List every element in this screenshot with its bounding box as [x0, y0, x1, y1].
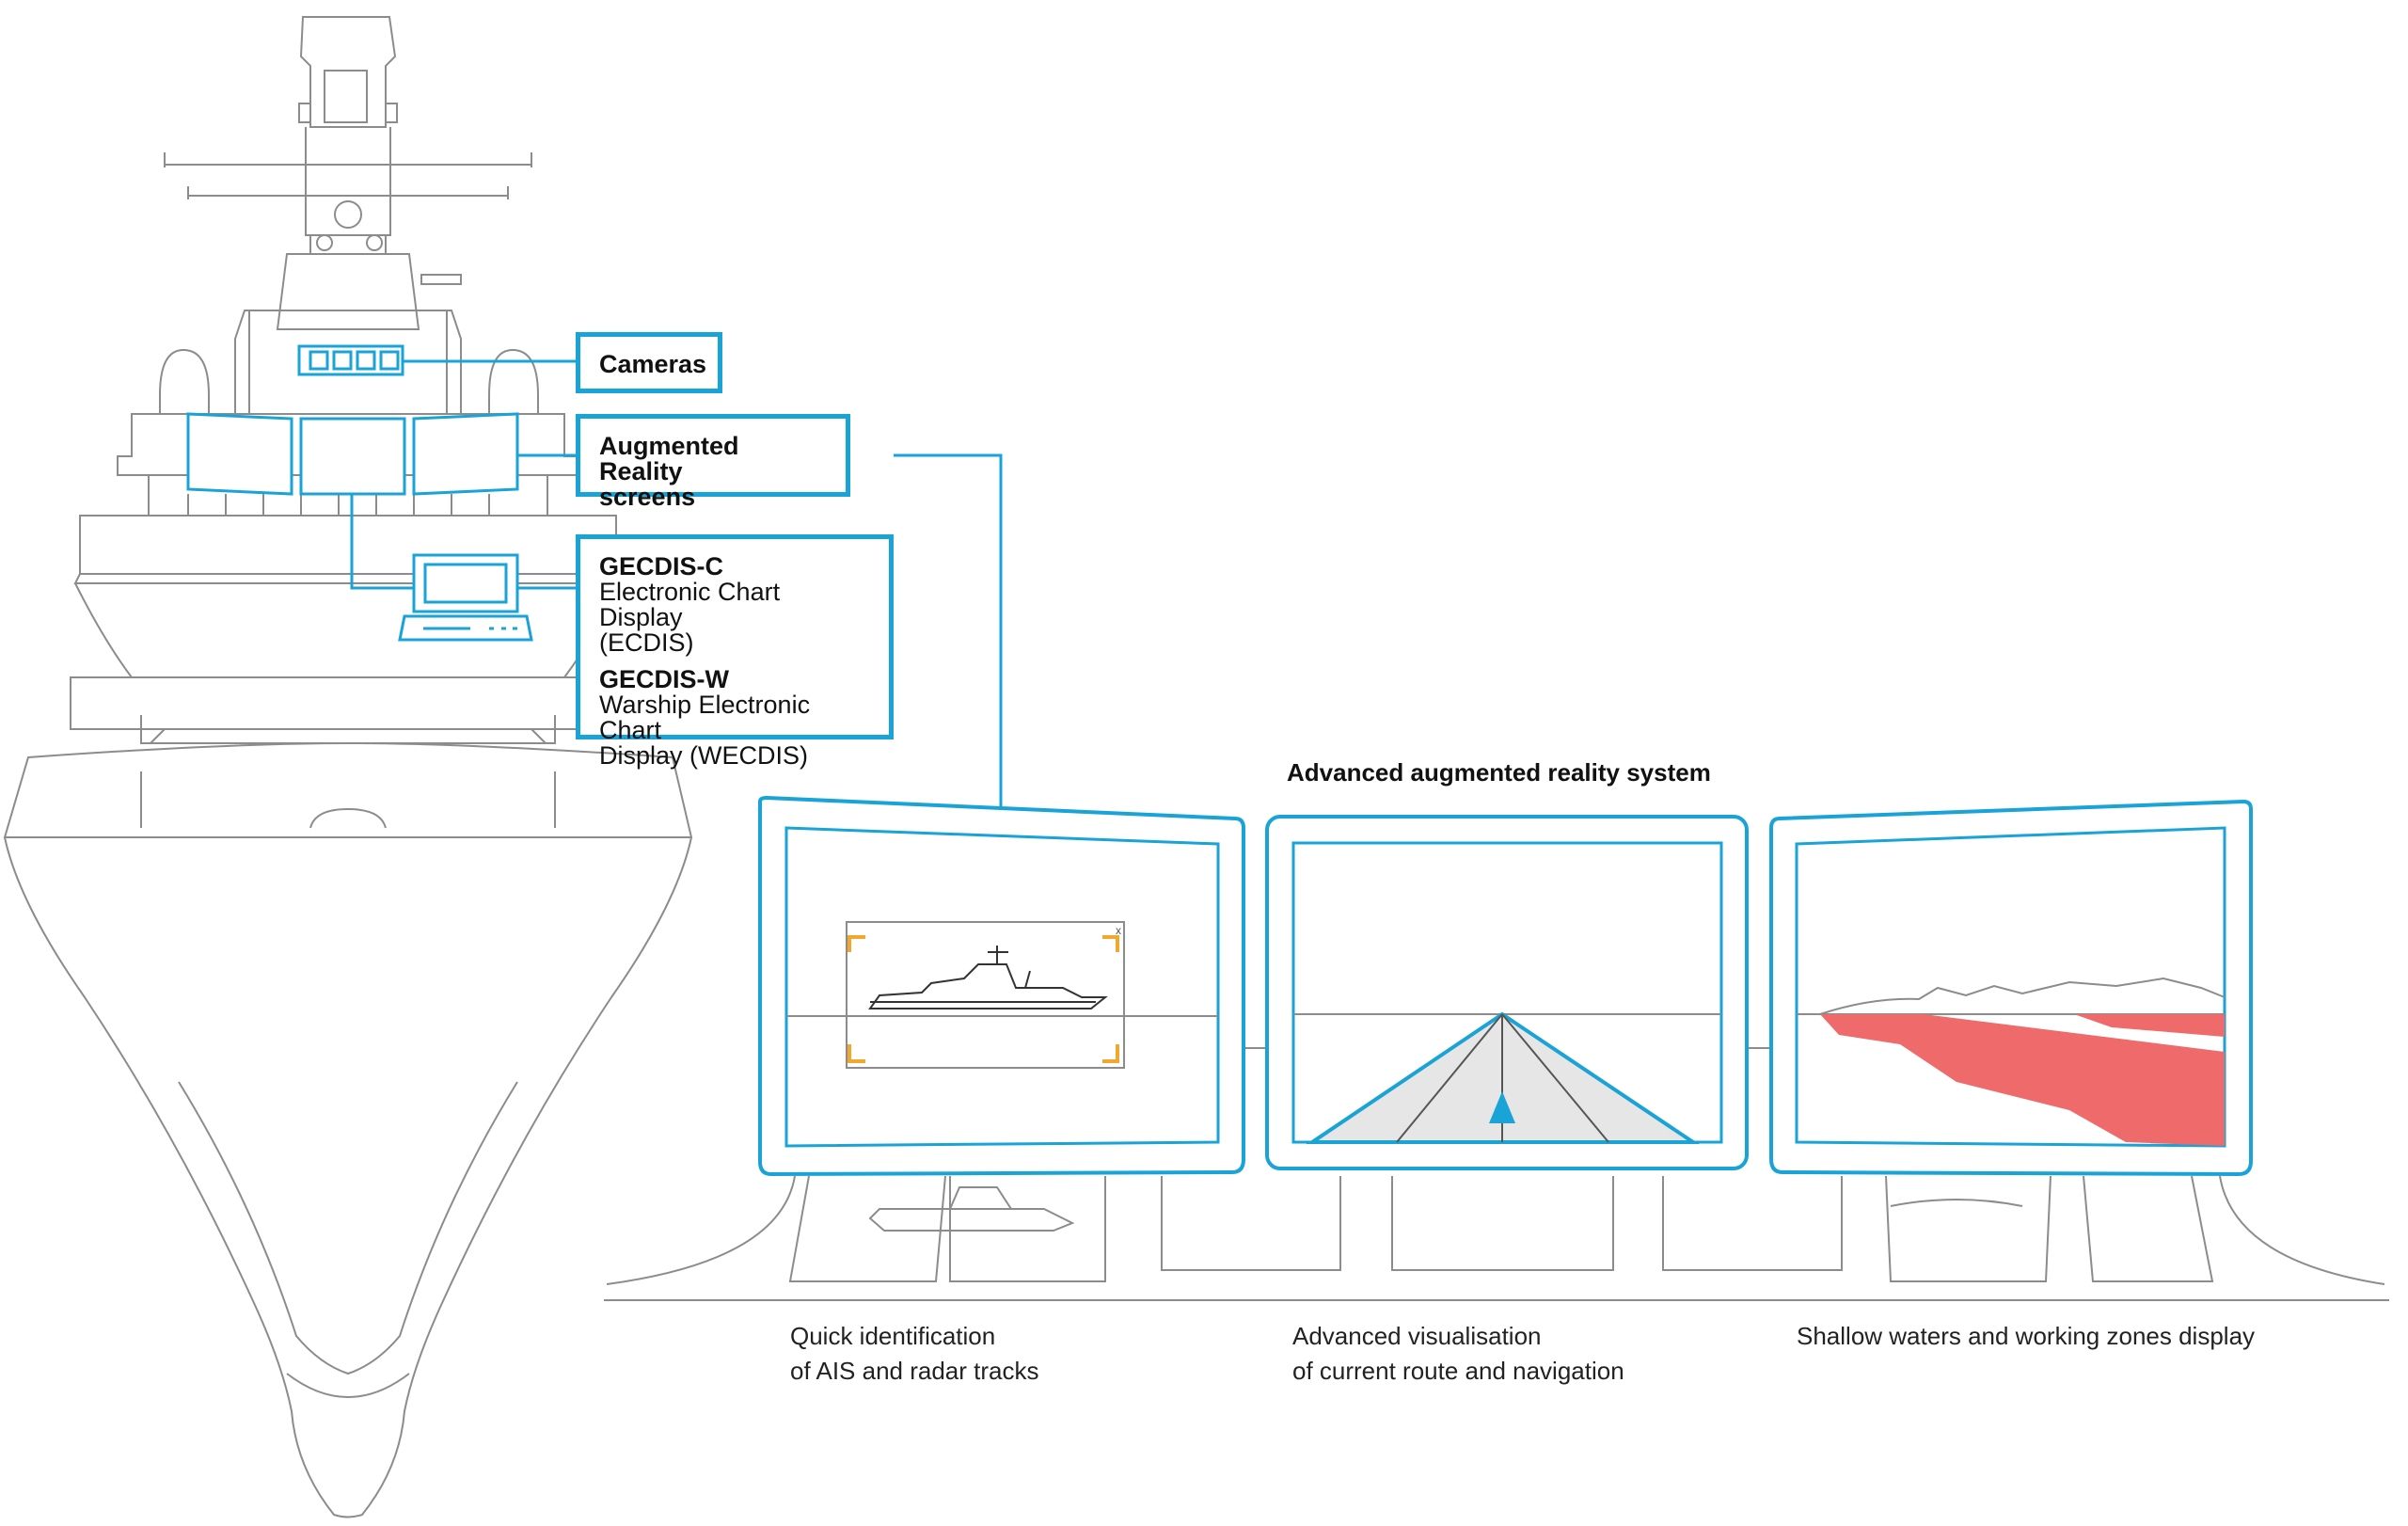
gecdis-c-desc: Electronic Chart Display (ECDIS) [599, 578, 781, 657]
caption-route-navigation: Advanced visualisation of current route … [1292, 1322, 1624, 1385]
gecdis-callout: GECDIS-C Electronic Chart Display (ECDIS… [576, 534, 894, 769]
shallow-waters-zone [1797, 977, 2226, 1146]
ar-screens-on-bridge [186, 412, 519, 496]
gecdis-c-title: GECDIS-C [599, 552, 724, 580]
ar-screens-callout: Augmented Reality screens [576, 414, 850, 510]
camera-bar-icon [297, 344, 404, 376]
target-vessel-icon: x [786, 921, 1218, 1069]
computer-terminal-icon [398, 553, 533, 642]
route-arrow-icon [1293, 1011, 1721, 1144]
caption-ais-radar: Quick identification of AIS and radar tr… [790, 1322, 1039, 1385]
caption-shallow-waters: Shallow waters and working zones display [1797, 1322, 2256, 1350]
ship-outline-icon [3, 16, 693, 1518]
cameras-label: Cameras [599, 350, 707, 378]
gecdis-w-desc: Warship Electronic Chart Display (WECDIS… [599, 691, 811, 770]
system-title: Advanced augmented reality system [1287, 758, 1711, 787]
svg-text:x: x [1116, 924, 1121, 937]
ar-screens-label: Augmented Reality screens [599, 432, 739, 511]
gecdis-w-title: GECDIS-W [599, 665, 729, 693]
cameras-callout: Cameras [576, 332, 722, 393]
connector-lines [350, 359, 1003, 806]
